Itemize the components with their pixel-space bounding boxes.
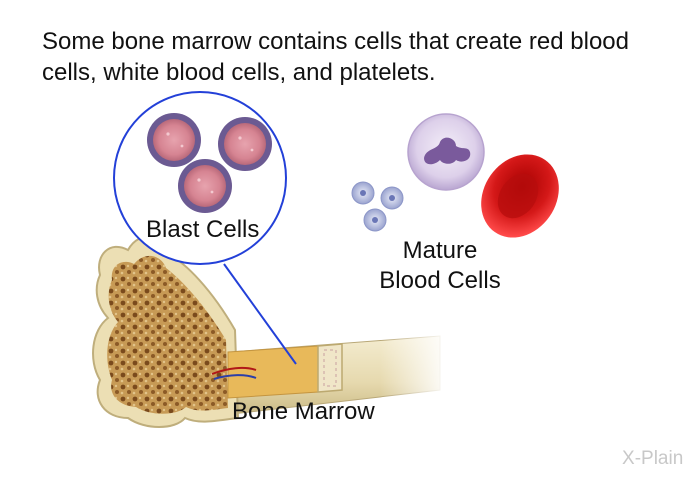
blast-cell	[147, 113, 201, 167]
xplain-logo: X-Plain	[622, 448, 683, 470]
xplain-logo-text: -Plain	[634, 448, 684, 469]
blast-cells-callout	[113, 91, 287, 265]
caption-text: Some bone marrow contains cells that cre…	[42, 28, 629, 86]
mature-label-line1: Mature	[402, 237, 478, 264]
xplain-logo-mark: X	[622, 448, 635, 469]
mature-blood-cells-label: Mature Blood Cells	[340, 236, 540, 296]
mature-label-line2: Blood Cells	[379, 267, 501, 294]
platelet	[363, 208, 387, 232]
platelet	[351, 181, 375, 205]
blast-cell	[178, 159, 232, 213]
white-blood-cell	[407, 113, 485, 191]
blast-cells-label: Blast Cells	[146, 216, 260, 243]
platelet	[380, 186, 404, 210]
blast-cell	[218, 117, 272, 171]
bone-marrow-label: Bone Marrow	[232, 398, 375, 425]
pointer-line	[223, 263, 297, 365]
bone-illustration	[92, 235, 450, 428]
